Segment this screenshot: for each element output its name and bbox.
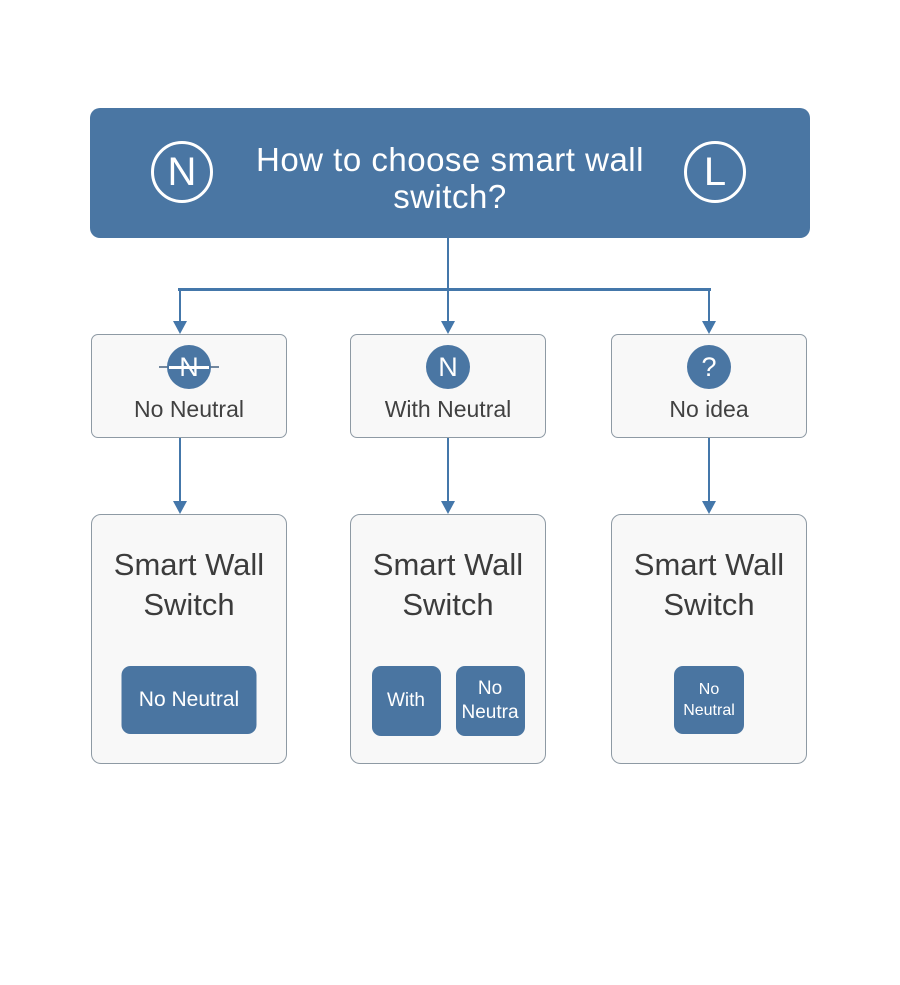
question-mark-circle: ? (687, 345, 731, 389)
connector-stem (446, 238, 449, 290)
connector-drop-left (178, 289, 181, 321)
connector-drop-left-2 (178, 438, 181, 501)
neutral-wire-badge-letter: N (167, 150, 197, 194)
button-row: With No Neutra (351, 666, 545, 736)
connector-drop-middle (446, 289, 449, 321)
option-card-no-neutral: N No Neutral (91, 334, 287, 438)
connector-drop-middle-2 (446, 438, 449, 501)
connector-drop-right (707, 289, 710, 321)
arrow-down-icon (441, 321, 455, 334)
strike-line-inner (169, 366, 209, 369)
option-card-with-neutral: N With Neutral (350, 334, 546, 438)
question-circle-icon: ? (679, 344, 739, 390)
neutral-letter-circle: N (426, 345, 470, 389)
arrow-down-icon (173, 501, 187, 514)
arrow-down-icon (441, 501, 455, 514)
result-title: Smart Wall Switch (372, 547, 524, 622)
no-neutral-button: No Neutral (674, 666, 744, 734)
result-card-no-idea: Smart Wall Switch No Neutral (611, 514, 807, 764)
page-title: How to choose smart wall switch? (256, 141, 644, 215)
option-card-no-idea: ? No idea (611, 334, 807, 438)
option-label: No idea (669, 396, 749, 422)
live-wire-badge: L (684, 141, 746, 203)
arrow-down-icon (702, 321, 716, 334)
header-card: N How to choose smart wall switch? L (90, 108, 810, 238)
result-card-with-neutral: Smart Wall Switch With No Neutra (350, 514, 546, 764)
neutral-circle-icon: N (418, 344, 478, 390)
button-label: No Neutral (138, 688, 240, 711)
option-label: With Neutral (384, 396, 512, 422)
with-button: With (371, 666, 441, 736)
live-wire-badge-letter: L (703, 150, 727, 194)
result-title: Smart Wall Switch (633, 547, 785, 622)
arrow-down-icon (702, 501, 716, 514)
no-neutral-button: No Neutral (121, 666, 257, 734)
icon-letter: ? (701, 351, 717, 382)
no-neutral-button: No Neutra (455, 666, 525, 736)
no-neutral-circle-icon: N (159, 344, 219, 390)
result-card-no-neutral: Smart Wall Switch No Neutral (91, 514, 287, 764)
button-label: No Neutra (461, 678, 519, 723)
button-label: With (387, 690, 425, 711)
icon-letter: N (438, 351, 458, 382)
button-label: No Neutral (683, 681, 735, 719)
neutral-wire-badge: N (151, 141, 213, 203)
arrow-down-icon (173, 321, 187, 334)
connector-drop-right-2 (707, 438, 710, 501)
option-label: No Neutral (134, 396, 244, 422)
connector-horizontal-bar (178, 288, 711, 291)
result-title: Smart Wall Switch (113, 547, 265, 622)
